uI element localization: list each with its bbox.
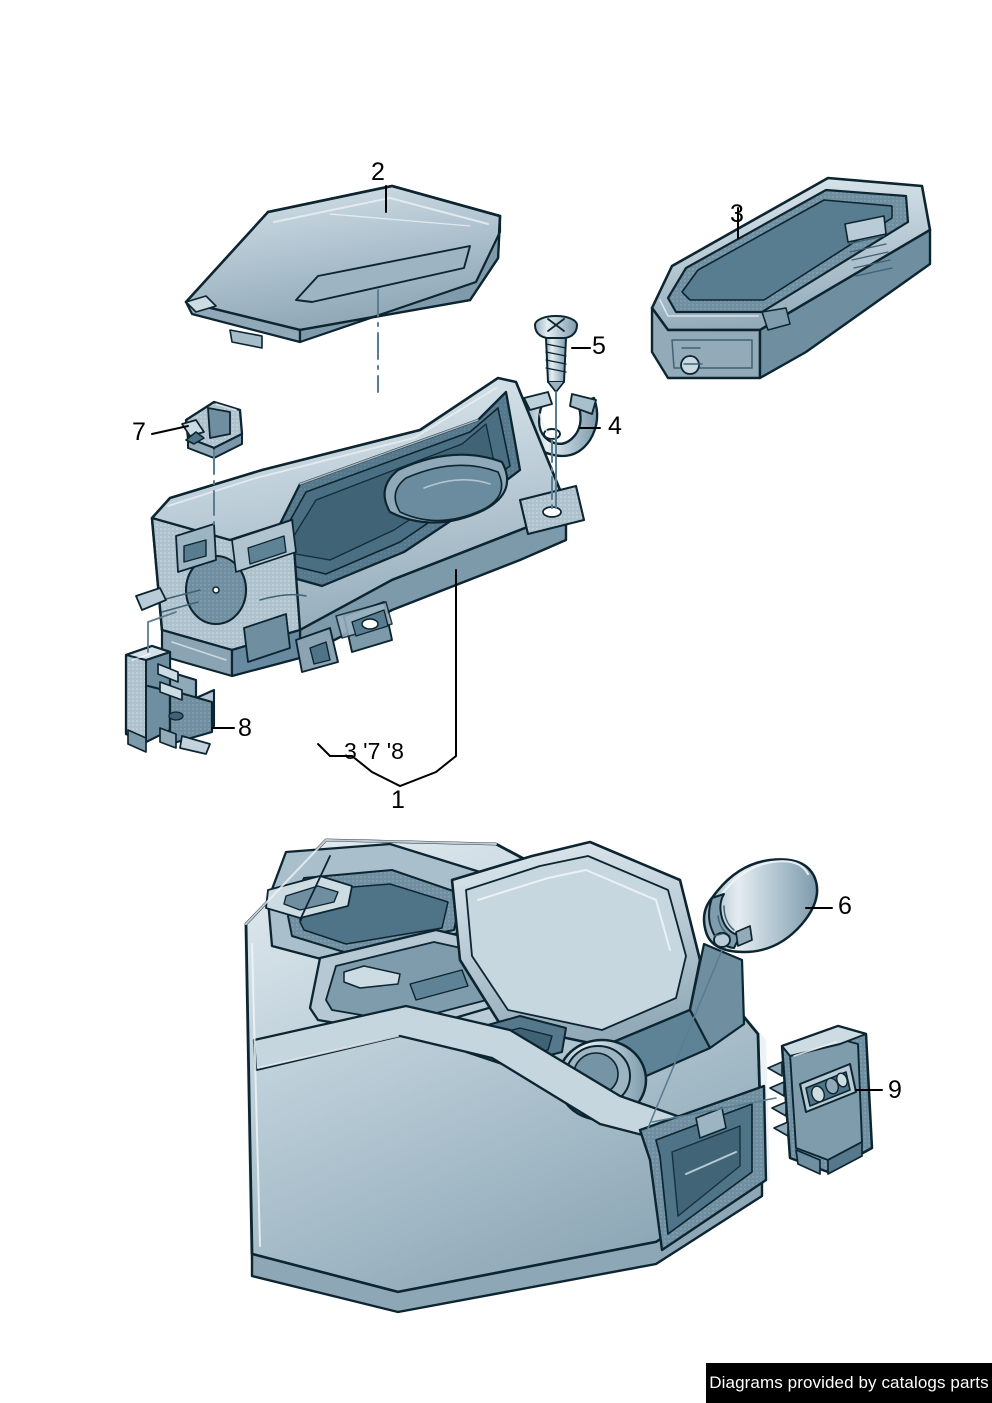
part-9-rear-trim-panel [767, 1024, 874, 1175]
watermark-text: Diagrams provided by catalogs parts [709, 1373, 989, 1392]
callout-3: 3 [730, 200, 744, 228]
part-7-latch-catch [181, 400, 244, 459]
callout-6: 6 [838, 892, 852, 920]
callout-7: 7 [132, 418, 146, 446]
callout-9: 9 [888, 1076, 902, 1104]
part-1-console-base [135, 376, 586, 678]
thin-connector-lines [647, 949, 777, 1129]
callout-1: 1 [391, 786, 405, 814]
leader-lines [151, 185, 883, 1091]
connector-6-to-console [647, 949, 723, 1129]
part-2-console-lid [184, 184, 502, 349]
part-3-storage-tray [650, 176, 932, 380]
leader-1 [351, 569, 457, 788]
lower-console-assembly [244, 838, 770, 1314]
leader-7 [151, 425, 189, 435]
callout-5: 5 [592, 332, 606, 360]
callout-group-378: 3 '7 '8 [344, 738, 404, 764]
connector-9-to-console [651, 1097, 777, 1123]
watermark-banner: Diagrams provided by catalogs parts [706, 1363, 992, 1403]
alignment-line-bracket [147, 611, 177, 653]
leader-group-378 [317, 743, 353, 757]
part-5-screw [534, 315, 578, 393]
alignment-lines [147, 289, 557, 653]
part-8-bracket-block [124, 644, 216, 755]
callout-2: 2 [371, 158, 385, 186]
callout-8: 8 [238, 714, 252, 742]
part-6-armrest-cap [702, 858, 819, 954]
callout-4: 4 [608, 412, 622, 440]
